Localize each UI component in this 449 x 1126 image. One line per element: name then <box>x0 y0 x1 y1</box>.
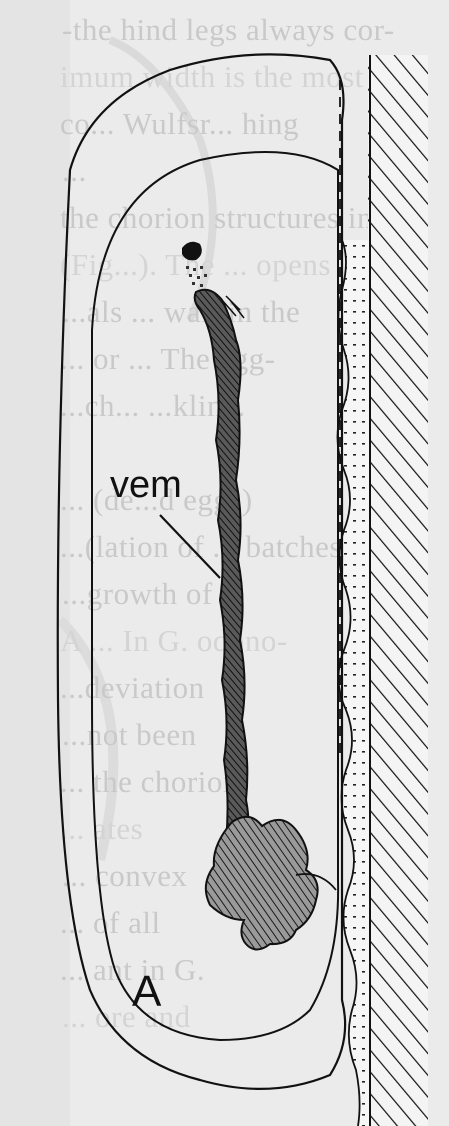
bleed-text-line: ...ch... ...kline. <box>60 388 246 423</box>
egg-outline <box>56 53 347 1090</box>
bleed-text-line: ... the chorion <box>60 764 239 799</box>
vem-leader-line <box>159 514 221 579</box>
bleed-text-line: imum width is the most <box>60 59 364 94</box>
bleed-text-line: ...als ... wall in the <box>62 294 300 329</box>
bleed-text-line: ... ates <box>60 811 143 846</box>
bleed-text-line: A ... In G. odono- <box>60 623 288 658</box>
bleed-text-line: ... convex <box>62 858 188 893</box>
inner-oval <box>91 151 340 1042</box>
substrate-wall <box>368 55 428 1126</box>
bleed-text-line: ...not been <box>62 717 197 752</box>
vem-structure <box>182 241 337 951</box>
bleed-text-line: the chorion structures in <box>60 200 373 235</box>
bleed-text-line: ...(lation of ... batches, <box>60 529 350 564</box>
bleed-text-line: ...growth of <box>62 576 213 611</box>
bleed-text-line: ...deviation <box>60 670 205 705</box>
bleed-text-line: co... Wulfsr... hing <box>60 106 299 141</box>
label-vem: vem <box>110 464 182 506</box>
dotted-layer <box>336 55 371 1126</box>
label-panel-a: A <box>132 967 162 1016</box>
bleed-text-line: -the hind legs always cor- <box>62 12 395 47</box>
